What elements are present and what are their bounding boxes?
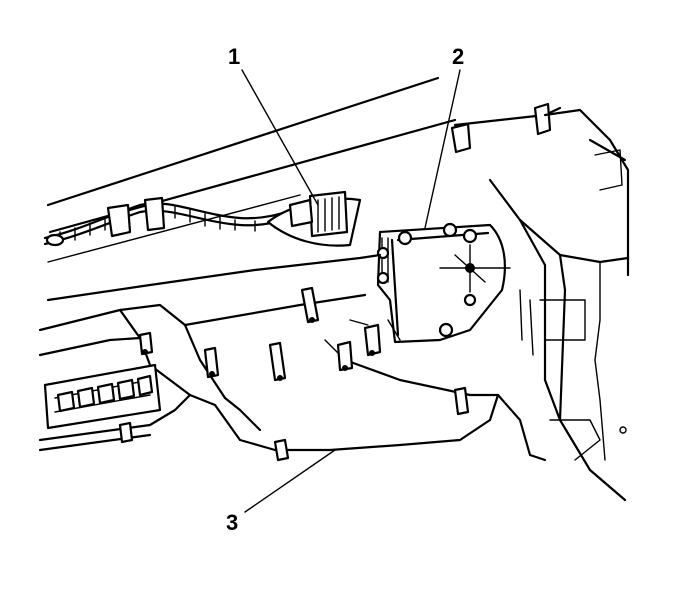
electrical-connector [266, 190, 362, 247]
hvac-housing [488, 108, 630, 502]
callout-3: 3 [226, 510, 238, 535]
leader-line-3 [244, 449, 336, 513]
callout-1: 1 [228, 44, 240, 69]
mode-actuator [376, 222, 511, 344]
leader-lines [241, 69, 461, 513]
wiring-harness [43, 196, 312, 247]
dash-clip [450, 102, 552, 154]
air-vent [43, 363, 162, 430]
leader-line-2 [424, 69, 461, 229]
leader-line-1 [241, 69, 319, 206]
callout-2: 2 [452, 44, 464, 69]
fastener-pins [118, 286, 470, 462]
